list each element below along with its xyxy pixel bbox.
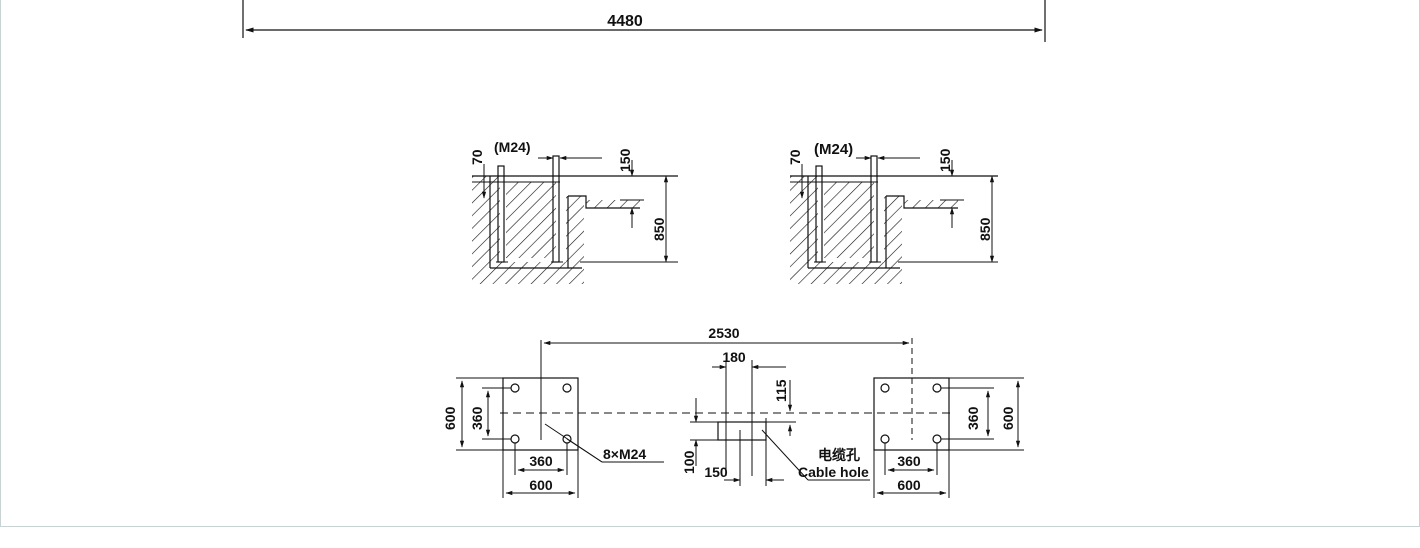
bolts-label: 8×M24 [603,446,646,462]
section-right-bolt-label: (M24) [814,141,853,158]
section-left-bolt-label: (M24) [494,139,531,155]
anchor-bolt [880,383,890,393]
drawing-frame [0,0,1420,527]
right-pad-inner-width: 360 [897,453,921,469]
section-right-depth: 850 [977,217,993,241]
left-pad-outer-width: 600 [529,477,553,493]
anchor-bolt [562,383,572,393]
cable-hole-label-cn: 电缆孔 [818,447,860,463]
overall-dimension: 4480 [242,0,1046,42]
section-right-grout: 150 [937,148,953,172]
cable-hole-offset-x: 150 [704,464,728,480]
left-pad-outline [502,377,579,451]
anchor-bolt [510,383,520,393]
right-pad-outer-width: 600 [897,477,921,493]
right-pad-outline [873,377,950,451]
anchor-bolt [880,434,890,444]
section-right-top-depth: 70 [787,149,803,165]
plan-view: 2530 600 360 360 600 8×M24 [442,325,1024,498]
left-pad-inner-width: 360 [529,453,553,469]
anchor-bolt [932,383,942,393]
overall-width-label: 4480 [607,13,643,30]
section-left-grout: 150 [617,148,633,172]
cable-hole-offset-y: 115 [773,379,789,402]
center-distance-label: 2530 [708,325,739,341]
section-left: 70 (M24) 150 850 [469,139,678,284]
left-pad-outer-height: 600 [442,406,458,430]
left-pad-inner-height: 360 [469,406,485,430]
section-right: 70 (M24) 150 850 [787,141,998,284]
cable-hole-height: 100 [681,450,697,474]
right-pad-inner-height: 360 [965,406,981,430]
right-pad-outer-height: 600 [1000,406,1016,430]
cable-hole: 180 115 100 150 电缆孔 Cable hole [681,349,870,486]
cable-hole-width: 180 [722,349,746,365]
anchor-bolt [932,434,942,444]
section-left-depth: 850 [651,217,667,241]
anchor-bolt [510,434,520,444]
cable-hole-label-en: Cable hole [798,464,869,480]
section-left-top-depth: 70 [469,149,485,165]
